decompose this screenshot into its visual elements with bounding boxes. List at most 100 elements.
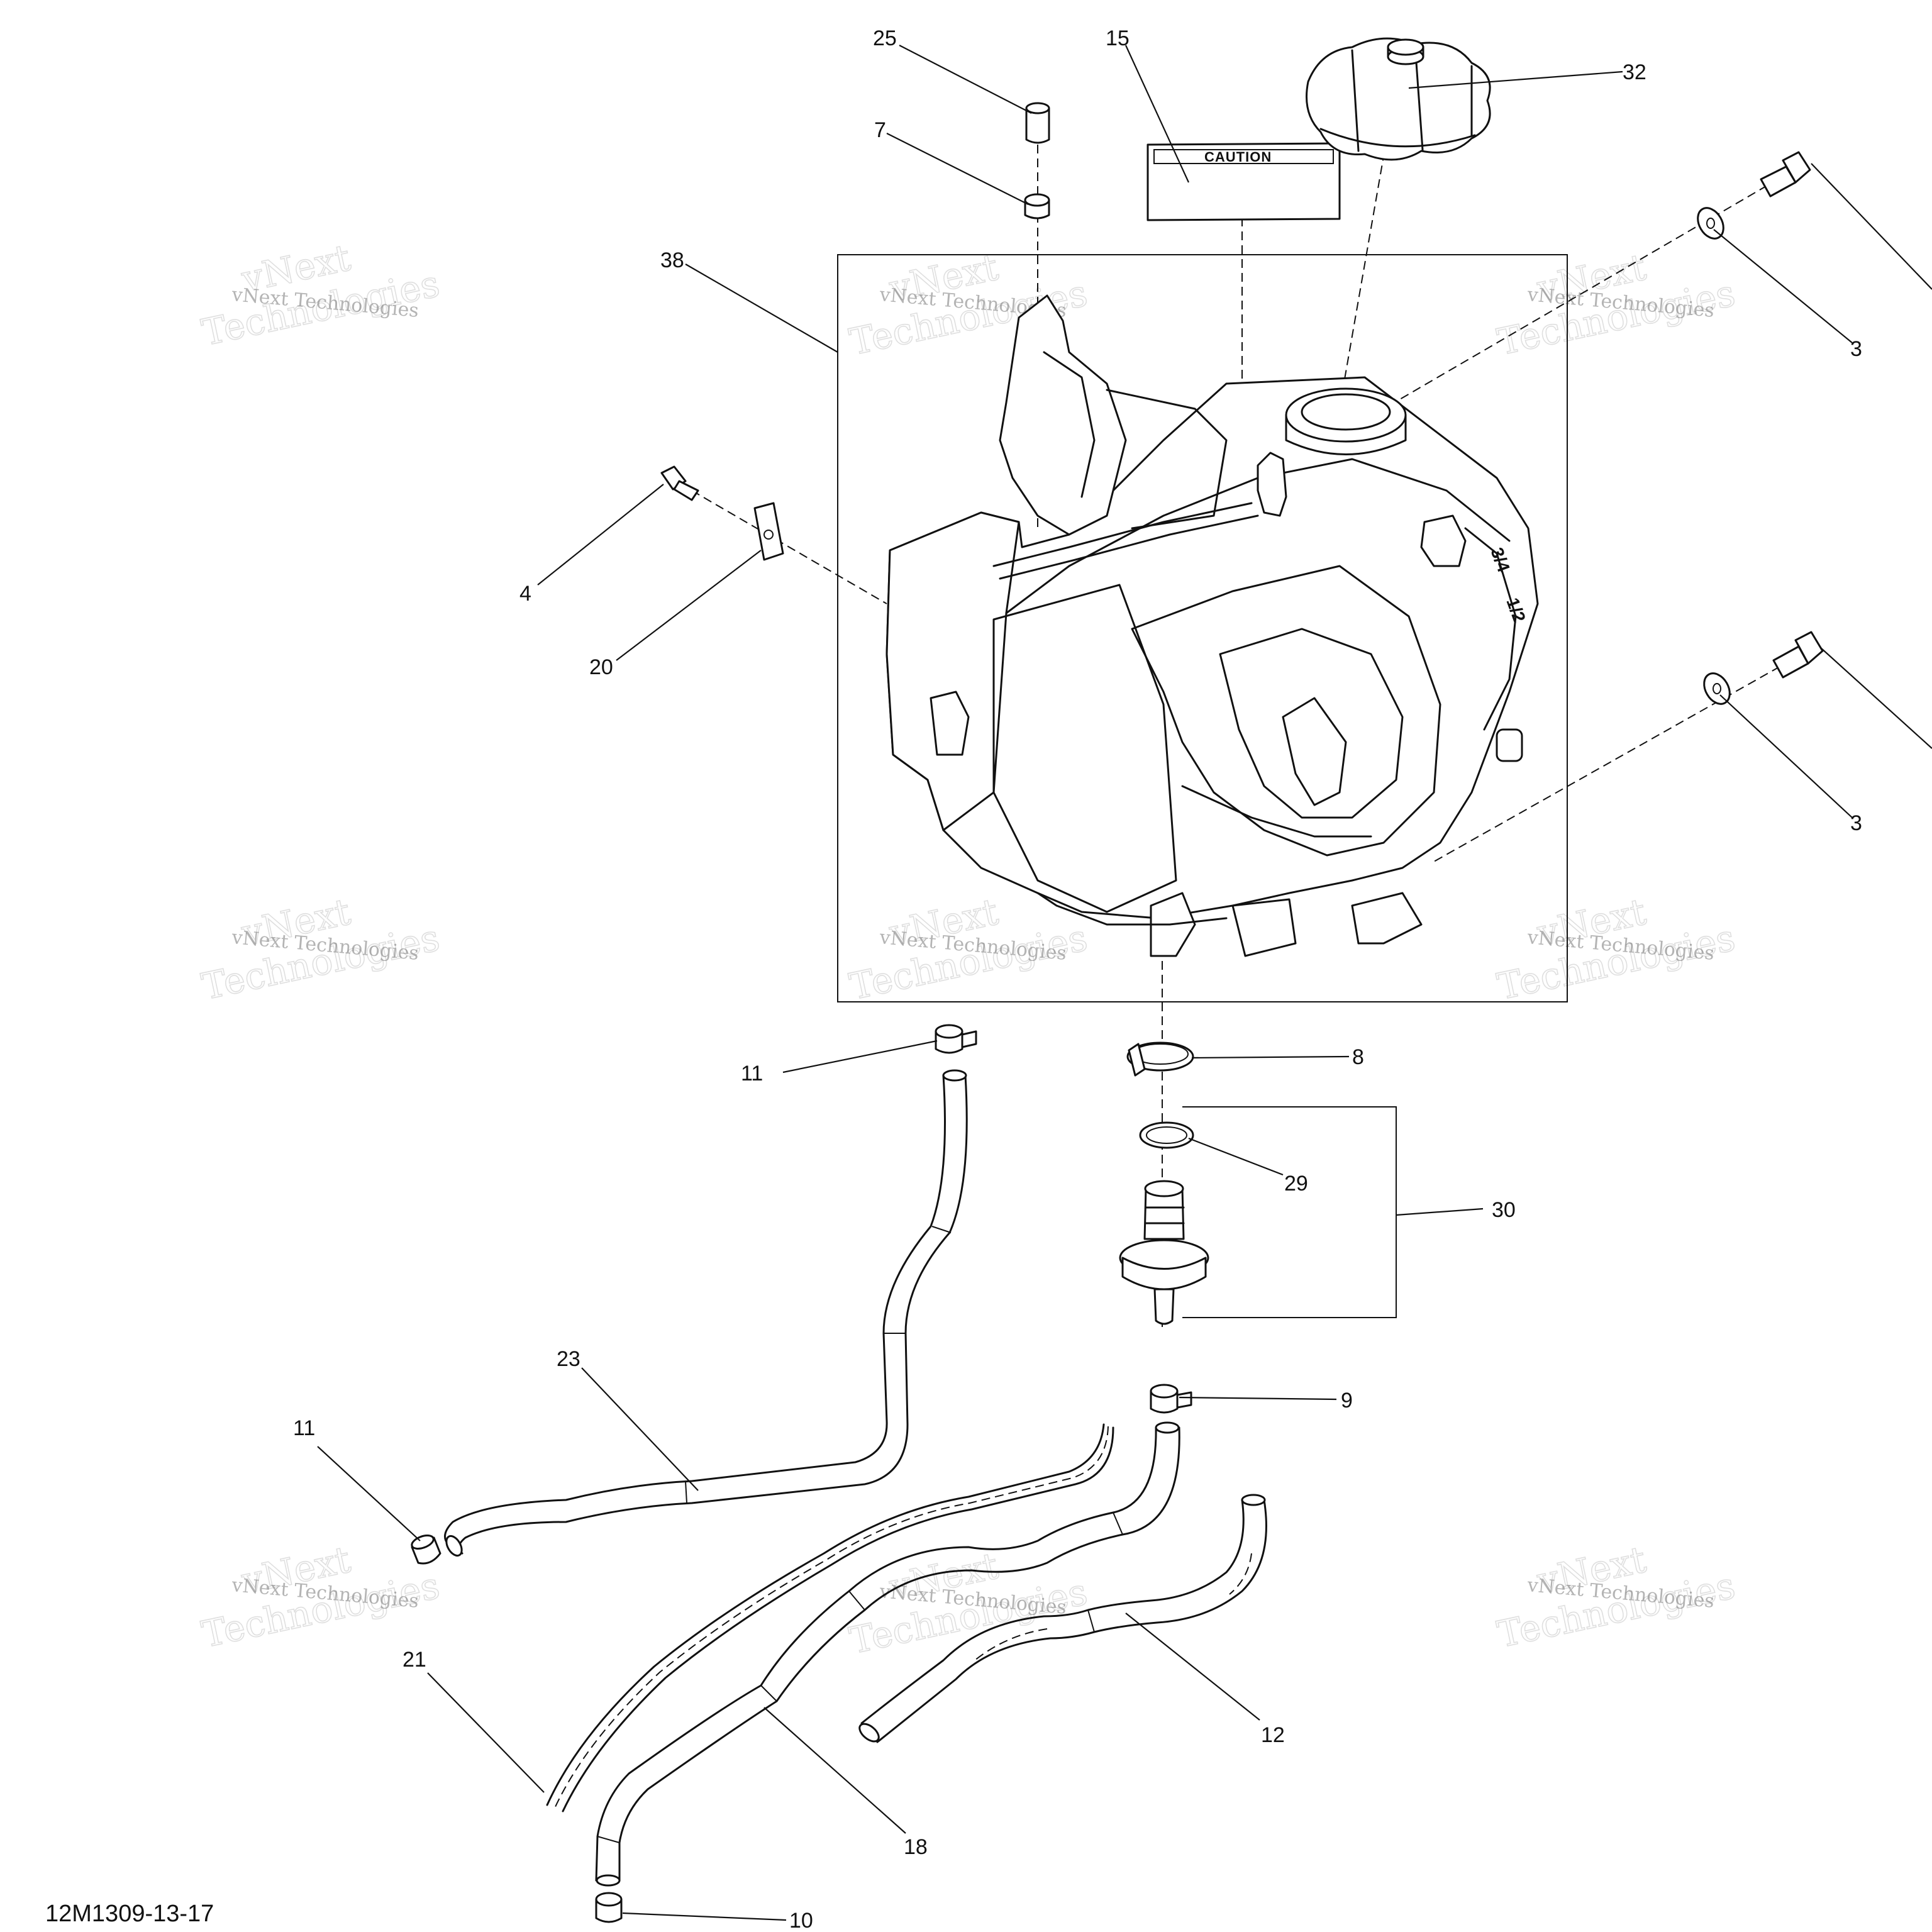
breather-cap-top <box>1025 102 1050 114</box>
return-hose-corrugation-lower <box>974 1628 1048 1661</box>
fuel-hose-edge-a <box>595 1426 1157 1882</box>
pump-clamp <box>1126 1041 1194 1077</box>
axis-left-screw <box>691 490 887 604</box>
fuel-tank-filler-neck <box>1285 387 1407 443</box>
callout-10: 10 <box>789 1909 813 1932</box>
callout-23: 23 <box>557 1347 580 1371</box>
fuel-tank-recess-slot <box>1282 697 1347 806</box>
fuel-hose-seam-4 <box>597 1836 620 1843</box>
lower-bolt <box>1772 631 1824 679</box>
callout-3a: 3 <box>1850 337 1862 361</box>
fuel-tank: 3/4 1/2 <box>886 294 1539 957</box>
callout-21: 21 <box>402 1648 426 1672</box>
leader-20 <box>616 550 762 661</box>
caution-decal: CAUTION <box>1146 142 1341 221</box>
fuel-tank-vent-channel-inner <box>1043 351 1096 498</box>
callout-18: 18 <box>904 1835 928 1859</box>
caution-decal-text: CAUTION <box>1204 149 1272 165</box>
fuel-pump <box>1119 1180 1209 1325</box>
leader-30 <box>1396 1208 1484 1216</box>
leader-15 <box>1125 45 1189 183</box>
fuel-tank-recess-inner <box>1219 628 1404 819</box>
fuel-tank-recess-floor <box>1181 785 1372 838</box>
vent-hose-edge-outer <box>444 1074 946 1545</box>
fuel-tank-vent-channel <box>999 294 1127 536</box>
leader-23 <box>581 1367 699 1491</box>
callout-11b: 11 <box>293 1416 315 1440</box>
leader-29 <box>1188 1137 1284 1176</box>
hose-clamp-lower <box>411 1535 441 1565</box>
filler-cap-rib-1 <box>1351 49 1360 152</box>
leader-21 <box>427 1672 545 1793</box>
callout-25: 25 <box>873 26 897 50</box>
spring-sleeve-edge-a <box>546 1423 1105 1806</box>
hose-clamp-10-ring <box>595 1892 623 1907</box>
fuel-hose-top-end <box>1155 1421 1180 1434</box>
callout-38: 38 <box>660 248 684 272</box>
fuel-tank-gauge-area <box>1464 527 1517 731</box>
breather-cap <box>1025 102 1050 144</box>
leader-25 <box>899 45 1032 114</box>
watermarks: vNext Technologies vNext Technologies vN… <box>197 235 1739 1662</box>
leader-3a <box>1713 229 1853 343</box>
fuel-pump-outlet <box>1153 1288 1175 1325</box>
fuel-tank-filler-neck-inner <box>1301 393 1391 431</box>
hose-clamp-9 <box>1150 1384 1192 1414</box>
callout-20: 20 <box>589 655 613 679</box>
vent-hose-seam-1 <box>931 1226 952 1233</box>
leaders <box>317 45 1853 1921</box>
return-hose <box>858 1494 1267 1743</box>
hose-clamp-upper <box>935 1024 977 1054</box>
drawing-id: 12M1309-13-17 <box>45 1901 214 1927</box>
lower-washer-hole <box>1713 683 1721 694</box>
hose-clamp-10 <box>595 1892 623 1923</box>
callout-8: 8 <box>1352 1045 1364 1069</box>
return-hose-seam-1 <box>1087 1609 1095 1633</box>
fuel-tank-top-rim <box>992 502 1253 567</box>
fuel-pump-body <box>1121 1257 1207 1291</box>
upper-washer <box>1697 207 1724 240</box>
return-hose-bottom-end <box>858 1723 880 1743</box>
vent-hose-seam-3 <box>685 1480 687 1504</box>
callout-12: 12 <box>1261 1723 1285 1747</box>
left-screw-shank <box>673 480 699 501</box>
leader-18 <box>763 1707 906 1834</box>
callout-9: 9 <box>1341 1389 1353 1413</box>
leader-11b <box>317 1446 421 1541</box>
fuel-tank-recess-outer <box>1131 565 1441 857</box>
fuel-tank-bottom-lip <box>1036 892 1228 926</box>
fuel-tank-vent-rib <box>1106 389 1228 530</box>
callout-15: 15 <box>1106 26 1130 50</box>
tank-assembly-frame <box>837 254 1568 1002</box>
return-hose-top-end <box>1241 1494 1266 1506</box>
fuel-tank-filler-threads <box>1285 414 1407 455</box>
spring-sleeve-coils <box>554 1426 1109 1809</box>
hose-clamp-9-ring <box>1150 1384 1179 1399</box>
callout-3b: 3 <box>1850 811 1862 835</box>
upper-washer-hole <box>1706 218 1715 229</box>
filler-cap-boss-top <box>1387 38 1424 56</box>
lower-bolt-head <box>1794 631 1824 665</box>
upper-bolt-leader-offpage <box>1811 163 1932 290</box>
spring-sleeve <box>546 1423 1114 1813</box>
callout-29: 29 <box>1284 1172 1308 1196</box>
fuel-tank-bottom-bracket-right <box>1351 892 1423 945</box>
hose-clamp-upper-tab <box>961 1030 977 1048</box>
lower-washer <box>1703 672 1731 705</box>
fuel-tank-bottom-connector-mid <box>1231 898 1297 957</box>
hose-clamp-9-tab <box>1176 1391 1192 1409</box>
fuel-hose-seam-2 <box>848 1591 865 1611</box>
small-clamp-top-ring <box>1024 193 1050 207</box>
filler-cap <box>1306 37 1491 161</box>
breather-cap-body <box>1025 107 1050 144</box>
pump-o-ring-inner <box>1146 1126 1187 1144</box>
return-hose-edge-b <box>876 1499 1267 1743</box>
leader-38 <box>685 264 838 353</box>
axis-lower-bolt <box>1433 666 1780 862</box>
fuel-tank-side-fitting <box>1496 728 1523 762</box>
callout-4: 4 <box>519 582 531 606</box>
fuel-pump-tube-ribs <box>1145 1206 1185 1224</box>
small-clamp-top <box>1024 193 1050 219</box>
nut-plate-hole <box>763 530 774 540</box>
